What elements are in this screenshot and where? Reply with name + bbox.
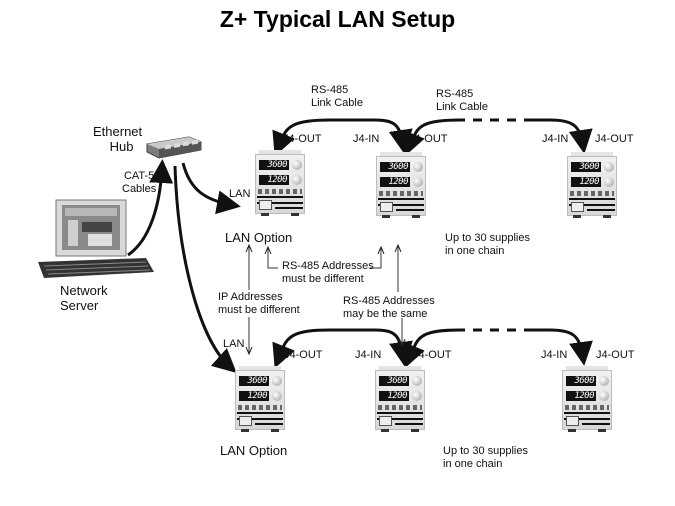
port-label: J4-OUT: [595, 133, 634, 145]
current-display: 1200: [379, 391, 409, 401]
port-label: J4-IN: [355, 349, 382, 361]
voltage-display: 3600: [259, 160, 289, 170]
voltage-knob-icon: [604, 162, 614, 172]
lan-option-label-top: LAN Option: [225, 230, 293, 245]
power-switch-icon: [380, 202, 393, 212]
port-label: J4-IN: [353, 133, 380, 145]
port-label: J4-IN: [542, 133, 569, 145]
current-display: 1200: [571, 177, 601, 187]
ethernet-hub: [145, 136, 203, 160]
port-label: J4-OUT: [283, 133, 322, 145]
power-supply: 3600 1200: [376, 152, 426, 218]
chain-note-top: Up to 30 supplies in one chain: [445, 232, 530, 257]
voltage-display: 3600: [566, 376, 596, 386]
power-switch-icon: [379, 416, 392, 426]
power-supply: 3600 1200: [567, 152, 617, 218]
network-server: [38, 198, 156, 278]
chain-note-bottom: Up to 30 supplies in one chain: [443, 445, 528, 470]
port-label: J4-OUT: [596, 349, 635, 361]
voltage-display: 3600: [571, 162, 601, 172]
power-switch-icon: [259, 200, 272, 210]
lan-cable-top: [181, 162, 241, 215]
voltage-knob-icon: [412, 376, 422, 386]
voltage-display: 3600: [379, 376, 409, 386]
power-switch-icon: [239, 416, 252, 426]
hub-label: Ethernet Hub: [93, 124, 143, 154]
current-display: 1200: [259, 175, 289, 185]
voltage-display: 3600: [380, 162, 410, 172]
cables-label: CAT-5 Cables: [122, 170, 157, 195]
power-supply: 3600 1200: [255, 150, 305, 216]
voltage-knob-icon: [292, 160, 302, 170]
port-label: J4-OUT: [284, 349, 323, 361]
current-knob-icon: [599, 391, 609, 401]
voltage-knob-icon: [599, 376, 609, 386]
lan-option-label-bottom: LAN Option: [220, 443, 288, 458]
rs485-link-cable-label-1: RS-485 Link Cable: [311, 84, 363, 109]
rs485-diff-arrow-right: [370, 248, 381, 269]
server-label: Network Server: [60, 283, 108, 313]
voltage-knob-icon: [272, 376, 282, 386]
power-supply: 3600 1200: [235, 366, 285, 432]
voltage-display: 3600: [239, 376, 269, 386]
current-display: 1200: [566, 391, 596, 401]
port-label: J4-OUT: [413, 349, 452, 361]
current-display: 1200: [239, 391, 269, 401]
lan-label-top: LAN: [229, 188, 251, 200]
power-supply: 3600 1200: [375, 366, 425, 432]
power-switch-icon: [566, 416, 579, 426]
rs485-different-note: RS-485 Addresses must be different: [282, 260, 374, 285]
rs485-same-note: RS-485 Addresses may be the same: [343, 295, 435, 320]
lan-cable-bottom: [173, 165, 237, 374]
rs485-diff-arrow-left: [268, 248, 278, 269]
current-knob-icon: [412, 391, 422, 401]
cat5-cable-server-hub: [127, 159, 174, 257]
current-display: 1200: [380, 177, 410, 187]
page-title: Z+ Typical LAN Setup: [219, 6, 456, 32]
current-knob-icon: [272, 391, 282, 401]
current-knob-icon: [292, 175, 302, 185]
power-switch-icon: [571, 202, 584, 212]
ip-different-note: IP Addresses must be different: [218, 291, 300, 316]
voltage-knob-icon: [413, 162, 423, 172]
port-label: J4-OUT: [409, 133, 448, 145]
current-knob-icon: [604, 177, 614, 187]
power-supply: 3600 1200: [562, 366, 612, 432]
current-knob-icon: [413, 177, 423, 187]
rs485-link-cable-label-2: RS-485 Link Cable: [436, 88, 488, 113]
port-label: J4-IN: [541, 349, 568, 361]
lan-label-bottom: LAN: [223, 338, 245, 350]
